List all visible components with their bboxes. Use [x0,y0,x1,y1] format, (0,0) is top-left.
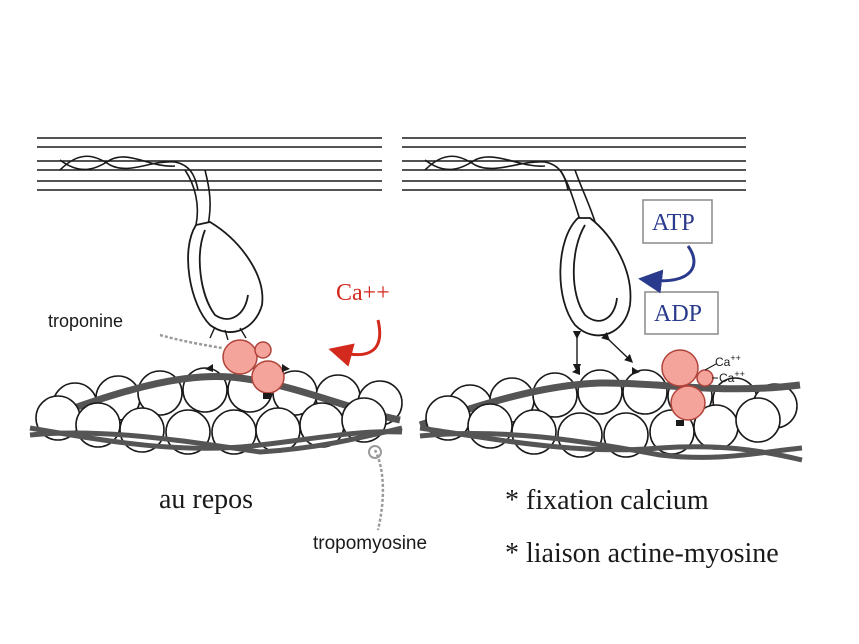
atp-hydrolysis-arrow [638,245,696,294]
ca-small-leader-1 [704,363,717,371]
binding-arrows-right [572,330,634,373]
binding-site-markers-right [572,367,640,375]
bullet-fixation-calcium: * fixation calcium [505,485,709,516]
ca-small-label-1: Ca++ [715,353,741,369]
myosin-neck-left [59,155,211,226]
troponin-anchor-left [263,393,271,399]
head-tips-left [209,326,247,341]
calcium-arrow [328,319,382,367]
adp-label: ADP [654,301,702,327]
myosin-head-left [187,221,264,333]
myosin-neck-right [424,155,597,226]
tropomyosine-label: tropomyosine [313,533,427,554]
myosin-head-right [559,217,632,337]
troponin-anchor-right [676,420,684,426]
atp-box: ATP [642,199,713,244]
troponine-pointer [159,333,223,350]
tropomyosin-left-front [29,425,403,455]
tropomyosine-pointer-knot [368,445,382,459]
right-panel: Ca++ Ca++ ATP ADP * fixation calcium * l… [402,137,803,569]
left-panel: Ca++ troponine tropomyosine au repos [29,137,427,554]
ca-small-label-2: Ca++ [719,369,745,385]
troponin-complex-left [222,339,285,394]
adp-box: ADP [644,291,719,335]
atp-label: ATP [652,210,695,236]
binding-site-markers-left [205,364,290,372]
tropomyosin-right-front [419,425,803,463]
tropomyosin-right-back [418,379,801,429]
troponine-label: troponine [48,311,123,331]
myosin-filament-right [402,137,746,191]
myosin-filament-left [37,137,382,191]
bullet-liaison-actine-myosine: * liaison actine-myosine [505,538,779,569]
tropomyosine-pointer [373,449,385,531]
rest-caption: au repos [159,484,253,515]
ca-label: Ca++ [336,280,390,306]
